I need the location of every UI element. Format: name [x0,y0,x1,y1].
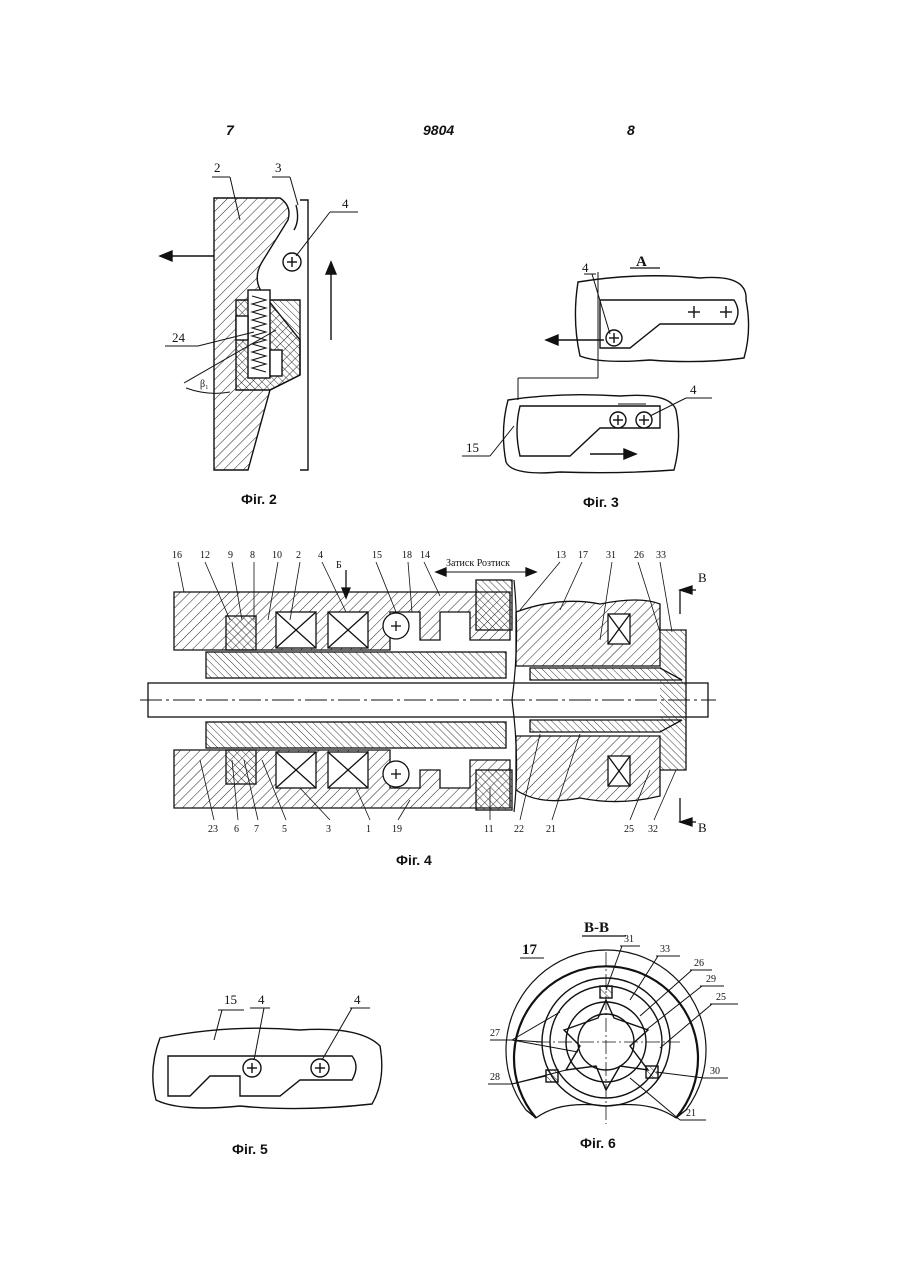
fig4-top-label: 16 [172,550,182,561]
fig4-top-label: 9 [228,550,233,561]
fig3-caption: Фіг. 3 [583,494,619,510]
fig4-top-label: 12 [200,550,210,561]
figure-5 [153,1008,382,1109]
fig6-label-27: 27 [490,1028,500,1039]
fig6-label-31: 31 [624,934,634,945]
fig3-view-label: А [636,254,647,270]
fig4-top-label: 31 [606,550,616,561]
fig4-bottom-label: 21 [546,824,556,835]
fig4-bottom-labels: 23 6 7 5 3 1 19 11 22 21 25 32 В [208,820,707,835]
fig6-label-33: 33 [660,944,670,955]
fig4-bottom-label: 23 [208,824,218,835]
figure-4 [140,562,716,826]
fig2-label-4: 4 [342,196,349,211]
fig6-label-25: 25 [716,992,726,1003]
fig4-bottom-label: 32 [648,824,658,835]
figure-3 [462,268,749,473]
fig4-top-label: 18 [402,550,412,561]
fig6-caption: Фіг. 6 [580,1135,616,1151]
fig4-top-label: 33 [656,550,666,561]
fig2-label-3: 3 [275,160,282,175]
fig3-label-15: 15 [466,440,479,455]
figure-2 [160,177,358,470]
fig6-section-label: В-В [584,920,609,936]
fig4-top-label: 8 [250,550,255,561]
fig4-top-label: 17 [578,550,588,561]
fig4-top-label: 26 [634,550,644,561]
fig5-label-4-right: 4 [354,992,361,1007]
fig4-top-label: Б [336,560,342,571]
fig4-bottom-label: 6 [234,824,239,835]
fig4-section-mark-bottom: В [698,820,707,835]
fig2-caption: Фіг. 2 [241,491,277,507]
fig4-top-label: 4 [318,550,323,561]
fig4-bottom-label: 5 [282,824,287,835]
fig6-label-30: 30 [710,1066,720,1077]
fig4-bottom-label: 11 [484,824,494,835]
fig4-bottom-label: 19 [392,824,402,835]
fig5-label-15: 15 [224,992,237,1007]
fig4-caption: Фіг. 4 [396,852,432,868]
fig4-top-label: 10 [272,550,282,561]
fig3-label-4-bottom: 4 [690,382,697,397]
fig4-bottom-label: 3 [326,824,331,835]
fig4-bottom-label: 1 [366,824,371,835]
fig2-label-24: 24 [172,330,186,345]
fig6-label-21: 21 [686,1108,696,1119]
fig4-top-label: 15 [372,550,382,561]
fig4-section-mark-top: В [698,570,707,585]
fig4-bottom-label: 7 [254,824,259,835]
fig4-top-label: 2 [296,550,301,561]
fig2-label-beta: β₁ [200,379,209,390]
fig4-top-label: 14 [420,550,430,561]
fig4-bottom-label: 22 [514,824,524,835]
fig4-top-label: 13 [556,550,566,561]
fig2-label-2: 2 [214,160,221,175]
fig6-label-17: 17 [522,942,538,958]
fig4-bottom-label: 25 [624,824,634,835]
fig4-motion-text: Затиск Розтиск [446,558,510,569]
fig3-label-4-top: 4 [582,260,589,275]
fig5-caption: Фіг. 5 [232,1141,268,1157]
fig6-label-29: 29 [706,974,716,985]
fig6-label-28: 28 [490,1072,500,1083]
fig5-label-4-left: 4 [258,992,265,1007]
fig6-label-26: 26 [694,958,704,969]
fig4-top-labels: 16 12 9 8 10 2 4 Б 15 18 14 13 17 31 26 … [172,550,707,585]
